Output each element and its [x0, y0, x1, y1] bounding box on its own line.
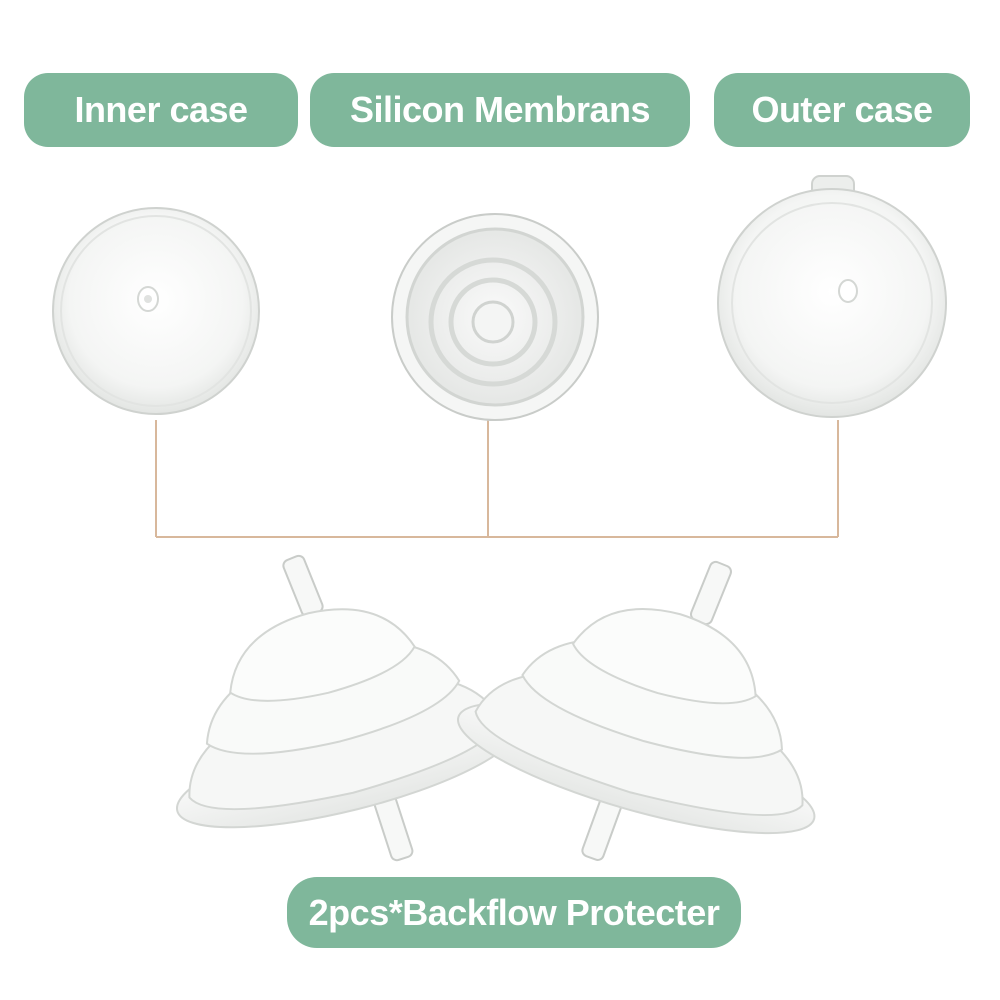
- silicon-membrans-label: Silicon Membrans: [310, 73, 690, 147]
- silicon-membrane-part: [391, 213, 599, 421]
- outer-case-text: Outer case: [751, 89, 933, 130]
- backflow-protector-right: [457, 560, 816, 861]
- backflow-protector-left: [175, 554, 519, 862]
- inner-case-text: Inner case: [74, 89, 248, 130]
- outer-case-part: [717, 175, 947, 418]
- outer-case-label: Outer case: [714, 73, 970, 147]
- connector-lines: [155, 420, 839, 538]
- backflow-protector-label: 2pcs*Backflow Protecter: [287, 877, 741, 948]
- silicon-membrans-text: Silicon Membrans: [349, 89, 651, 130]
- inner-case-part: [52, 207, 260, 415]
- inner-case-label: Inner case: [24, 73, 298, 147]
- backflow-protector-text: 2pcs*Backflow Protecter: [308, 891, 720, 933]
